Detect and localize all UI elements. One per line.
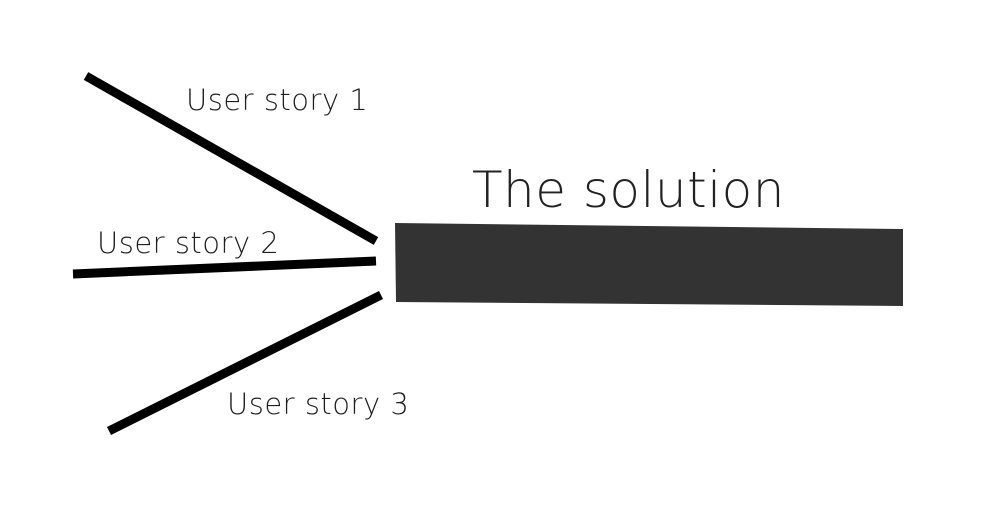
solution-bar <box>395 223 903 306</box>
story-1-label: User story 1 <box>186 83 369 117</box>
story-1-line <box>83 72 379 245</box>
story-3-line <box>106 290 384 436</box>
story-2-label: User story 2 <box>97 226 280 260</box>
story-2-line <box>72 256 377 279</box>
solution-title: The solution <box>472 161 785 219</box>
story-3-label: User story 3 <box>227 387 410 421</box>
